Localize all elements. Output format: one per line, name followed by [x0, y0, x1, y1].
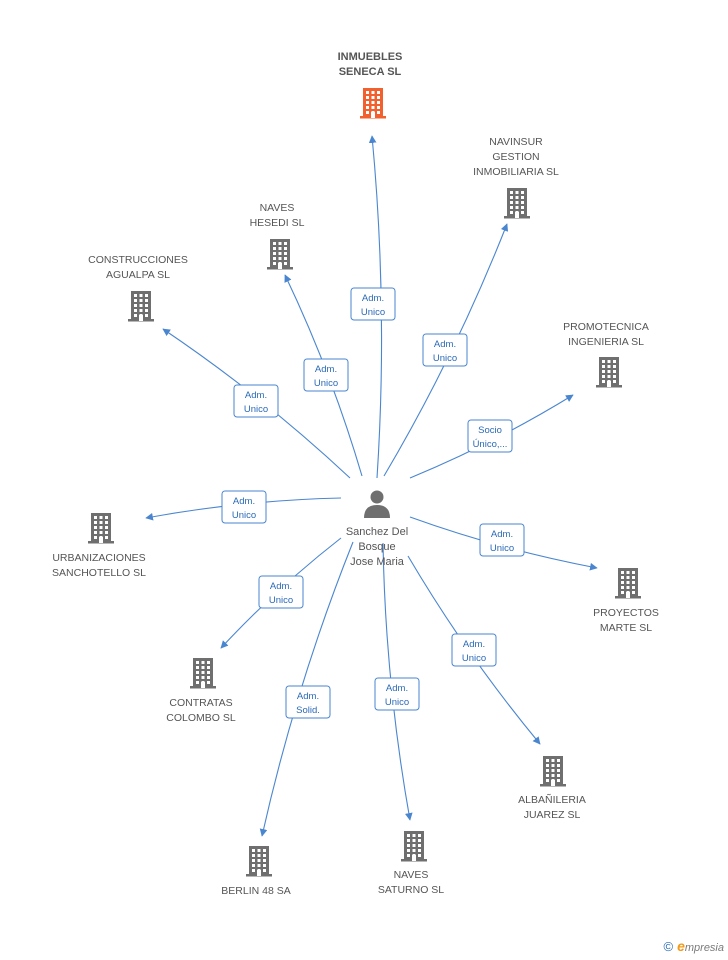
building-icon	[401, 831, 427, 862]
edge-labels-layer: Adm.UnicoAdm.UnicoAdm.UnicoAdm.UnicoSoci…	[221, 287, 525, 719]
company-name: INMUEBLES SENECA SL	[338, 51, 403, 78]
company-name-line: CONSTRUCCIONES	[88, 254, 188, 266]
company-name: ALBAÑILERIA JUAREZ SL	[518, 793, 586, 821]
company-name: BERLIN 48 SA	[221, 885, 290, 897]
company-name: PROMOTECNICA INGENIERIA SL	[563, 321, 649, 348]
building-icon	[190, 658, 216, 689]
edge-label-inmuebles[interactable]: Adm.Unico	[350, 287, 396, 321]
edge-role-text: Adm.Unico	[490, 529, 514, 554]
edge-label-berlin[interactable]: Adm.Solid.	[285, 685, 331, 719]
edge-role-text: Adm.Unico	[244, 390, 268, 415]
edge-role-text: Adm.Unico	[385, 683, 409, 708]
brand-name: mpresia	[684, 942, 724, 954]
company-name-line: CONTRATAS	[169, 697, 232, 709]
edge-role-text: Adm.Unico	[462, 639, 486, 664]
company-node-albanileria[interactable]: ALBAÑILERIA JUAREZ SL	[518, 756, 586, 821]
company-name-line: JUAREZ SL	[524, 809, 581, 821]
company-node-contratas[interactable]: CONTRATAS COLOMBO SL	[166, 658, 236, 724]
company-name-line: COLOMBO SL	[166, 712, 236, 724]
edge-label-urbanizaciones[interactable]: Adm.Unico	[221, 490, 267, 524]
edge-role-text: Adm.Unico	[361, 293, 385, 318]
company-node-naves-saturno[interactable]: NAVES SATURNO SL	[378, 831, 444, 896]
company-name-line: GESTION	[492, 151, 539, 163]
edge-label-naves-hesedi[interactable]: Adm.Unico	[303, 358, 349, 392]
company-name: URBANIZACIONES SANCHOTELLO SL	[52, 552, 146, 579]
company-name-line: SANCHOTELLO SL	[52, 567, 146, 579]
edge-label-naves-saturno[interactable]: Adm.Unico	[374, 677, 420, 711]
building-icon	[615, 568, 641, 599]
company-name-line: INMOBILIARIA SL	[473, 166, 559, 178]
building-icon	[360, 88, 386, 119]
company-name-line: NAVINSUR	[489, 136, 543, 148]
company-name-line: SATURNO SL	[378, 884, 444, 896]
company-node-construcciones[interactable]: CONSTRUCCIONES AGUALPA SL	[88, 254, 188, 322]
building-icon	[596, 357, 622, 388]
company-node-proyectos[interactable]: PROYECTOS MARTE SL	[593, 568, 659, 634]
company-name-line: BERLIN 48 SA	[221, 885, 290, 897]
person-icon	[364, 490, 390, 518]
company-node-urbanizaciones[interactable]: URBANIZACIONES SANCHOTELLO SL	[52, 513, 146, 579]
edge-role-text: Adm.Unico	[269, 581, 293, 606]
company-name: NAVES SATURNO SL	[378, 869, 444, 896]
company-name: NAVES HESEDI SL	[250, 202, 305, 229]
edge-role-text: Adm.Unico	[232, 496, 256, 521]
company-node-inmuebles[interactable]: INMUEBLES SENECA SL	[338, 51, 403, 119]
brand-initial: e	[677, 938, 685, 954]
edge-label-construcciones[interactable]: Adm.Unico	[233, 384, 279, 418]
company-name-line: NAVES	[260, 202, 295, 214]
nodes-layer: INMUEBLES SENECA SL NAVINSUR GESTION INMOBIL…	[52, 51, 659, 897]
edge-label-contratas[interactable]: Adm.Unico	[258, 575, 304, 609]
building-icon	[504, 188, 530, 219]
company-name-line: URBANIZACIONES	[52, 552, 145, 564]
company-node-naves-hesedi[interactable]: NAVES HESEDI SL	[250, 202, 305, 270]
company-name-line: INMUEBLES	[338, 51, 403, 63]
edge-role-text: Adm.Solid.	[296, 691, 320, 716]
copyright-icon: ©	[663, 938, 674, 954]
edges-layer	[145, 135, 598, 837]
edge-label-albanileria[interactable]: Adm.Unico	[451, 633, 497, 667]
company-name-line: PROMOTECNICA	[563, 321, 649, 333]
company-name-line: NAVES	[394, 869, 429, 881]
building-icon	[540, 756, 566, 787]
company-name-line: HESEDI SL	[250, 217, 305, 229]
company-node-berlin[interactable]: BERLIN 48 SA	[221, 846, 291, 897]
company-name-line: ALBAÑILERIA	[518, 793, 586, 806]
building-icon	[267, 239, 293, 270]
company-name: CONTRATAS COLOMBO SL	[166, 697, 236, 724]
company-name: PROYECTOS MARTE SL	[593, 607, 659, 634]
edge-label-proyectos[interactable]: Adm.Unico	[479, 523, 525, 557]
building-icon	[128, 291, 154, 322]
person-name-line: Sanchez Del	[346, 526, 408, 538]
person-name-line: Bosque	[358, 541, 395, 553]
company-name-line: PROYECTOS	[593, 607, 659, 619]
company-name-line: INGENIERIA SL	[568, 336, 644, 348]
person-name-line: Jose Maria	[350, 556, 405, 568]
company-name-line: SENECA SL	[339, 66, 402, 78]
building-icon	[246, 846, 272, 877]
brand-watermark: © empresia	[663, 938, 724, 954]
company-name-line: AGUALPA SL	[106, 269, 170, 281]
company-name: CONSTRUCCIONES AGUALPA SL	[88, 254, 188, 281]
company-name-line: MARTE SL	[600, 622, 652, 634]
building-icon	[88, 513, 114, 544]
company-node-navinsur[interactable]: NAVINSUR GESTION INMOBILIARIA SL	[473, 136, 559, 219]
edge-role-text: Adm.Unico	[314, 364, 338, 389]
edge-role-text: Adm.Unico	[433, 339, 457, 364]
company-name: NAVINSUR GESTION INMOBILIARIA SL	[473, 136, 559, 178]
edge-label-navinsur[interactable]: Adm.Unico	[422, 333, 468, 367]
company-node-promotecnica[interactable]: PROMOTECNICA INGENIERIA SL	[563, 321, 649, 388]
